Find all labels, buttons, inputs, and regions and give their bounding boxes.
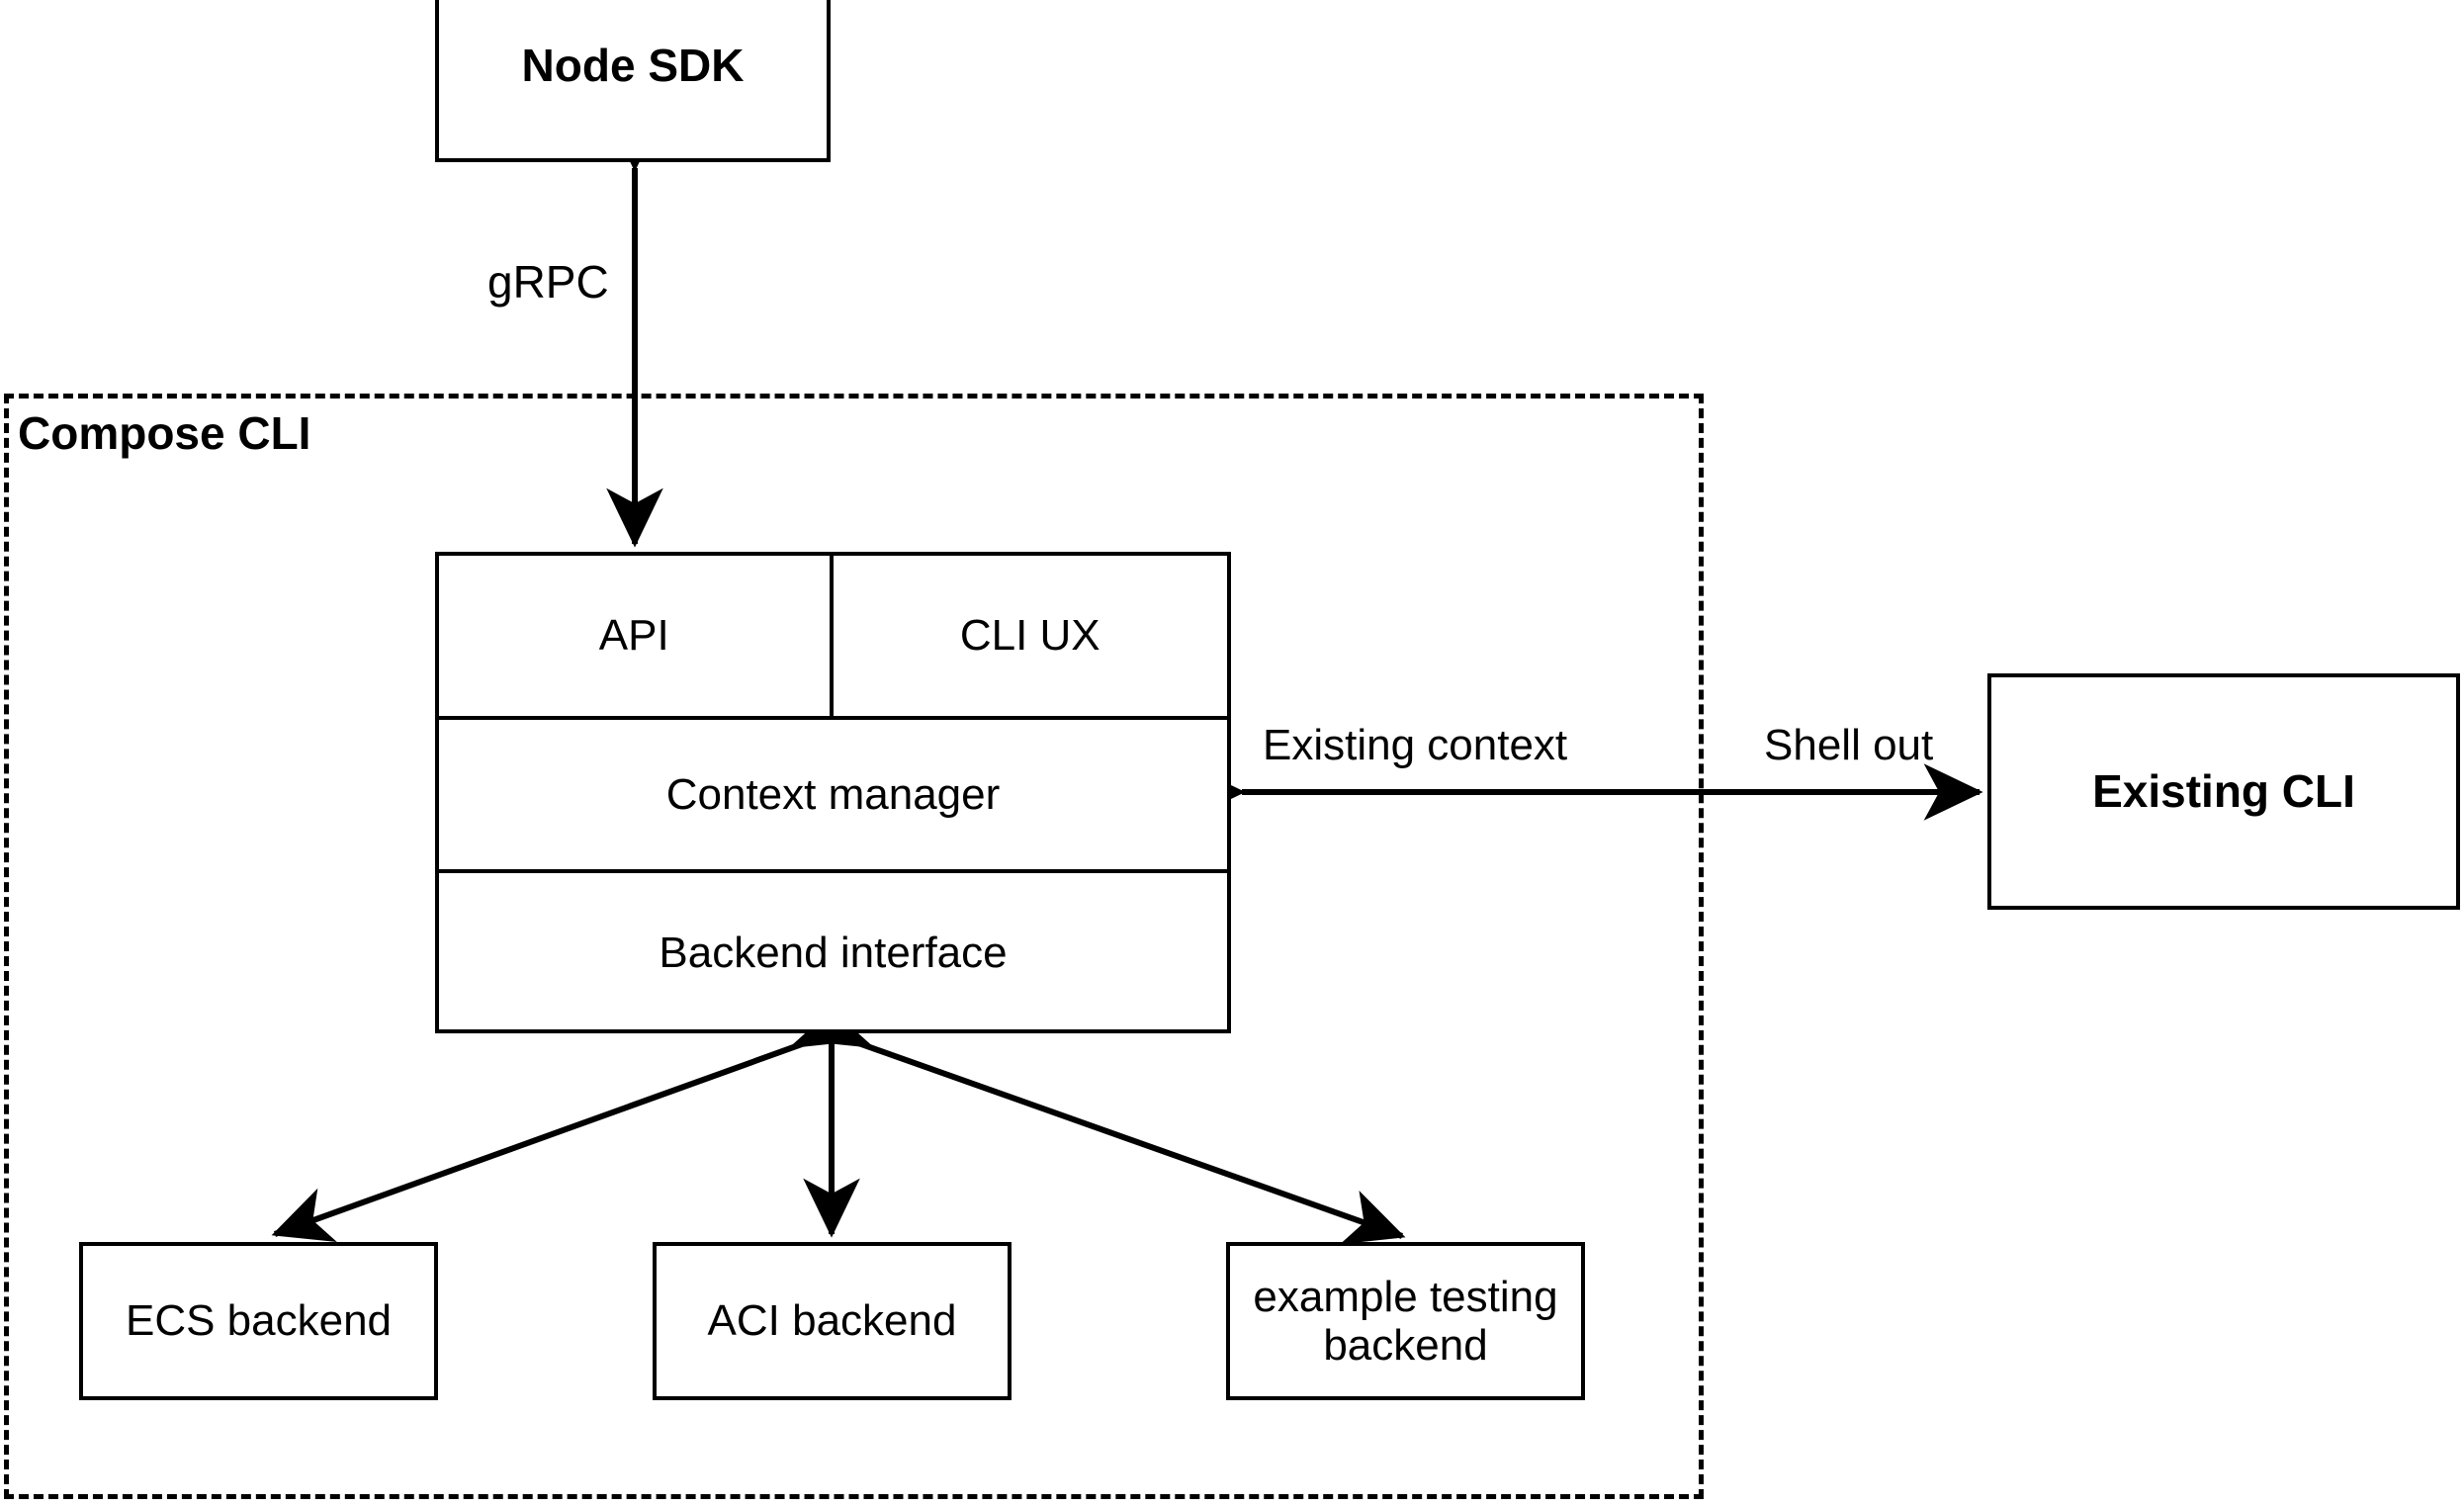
backend-interface-label: Backend interface [659, 929, 1008, 977]
existing-cli-box[interactable]: Existing CLI [1987, 673, 2460, 910]
context-manager-cell[interactable]: Context manager [439, 716, 1227, 873]
cli-ux-label: CLI UX [959, 611, 1100, 660]
compose-cli-boundary [4, 394, 1704, 1499]
example-testing-backend-box[interactable]: example testing backend [1226, 1242, 1585, 1400]
existing-cli-label: Existing CLI [2092, 765, 2355, 818]
grpc-edge-label: gRPC [487, 256, 609, 308]
existing-context-edge-label: Existing context [1263, 721, 1568, 769]
ecs-backend-label: ECS backend [125, 1296, 393, 1346]
example-testing-backend-line2: backend [1323, 1321, 1488, 1370]
ecs-backend-box[interactable]: ECS backend [79, 1242, 438, 1400]
context-manager-label: Context manager [665, 769, 1001, 819]
example-testing-backend-label: example testing backend [1253, 1273, 1557, 1371]
backend-example-connector [788, 994, 1406, 1245]
backend-ecs-connector [271, 994, 875, 1242]
node-sdk-box[interactable]: Node SDK [435, 0, 831, 162]
aci-backend-box[interactable]: ACI backend [653, 1242, 1012, 1400]
example-testing-backend-line1: example testing [1253, 1272, 1558, 1321]
stack-row-api-cliux: API CLI UX [439, 556, 1227, 716]
compose-cli-label: Compose CLI [18, 407, 311, 459]
aci-backend-label: ACI backend [707, 1296, 957, 1346]
backend-interface-cell[interactable]: Backend interface [439, 873, 1227, 1033]
shell-out-edge-label: Shell out [1764, 721, 1934, 769]
cli-stack: API CLI UX Context manager Backend inter… [435, 552, 1231, 1033]
node-sdk-label: Node SDK [521, 39, 745, 91]
api-label: API [598, 611, 669, 660]
api-cell[interactable]: API [439, 556, 834, 716]
cli-ux-cell[interactable]: CLI UX [834, 556, 1228, 716]
